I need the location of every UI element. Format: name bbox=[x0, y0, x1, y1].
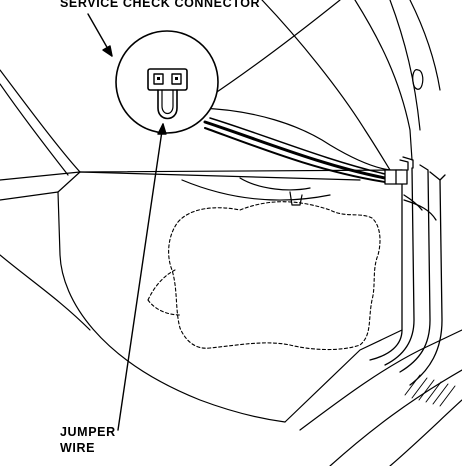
leader-arrows bbox=[87, 13, 167, 431]
floor-sill bbox=[284, 329, 462, 467]
service-check-connector-plug bbox=[384, 156, 414, 185]
jumper-wire-label-line1: JUMPER bbox=[60, 425, 116, 439]
hidden-component-outline bbox=[147, 201, 381, 351]
wire-harness bbox=[203, 117, 387, 183]
jumper-wire-label: JUMPER WIRE bbox=[60, 424, 116, 456]
jumper-wire-label-line2: WIRE bbox=[60, 441, 96, 455]
connector-magnifier-callout bbox=[115, 30, 219, 134]
service-check-connector-label: SERVICE CHECK CONNECTOR bbox=[60, 0, 261, 10]
left-door-panel bbox=[0, 69, 286, 423]
right-door-pillar bbox=[369, 164, 446, 386]
dash-upper-panel bbox=[199, 0, 441, 171]
